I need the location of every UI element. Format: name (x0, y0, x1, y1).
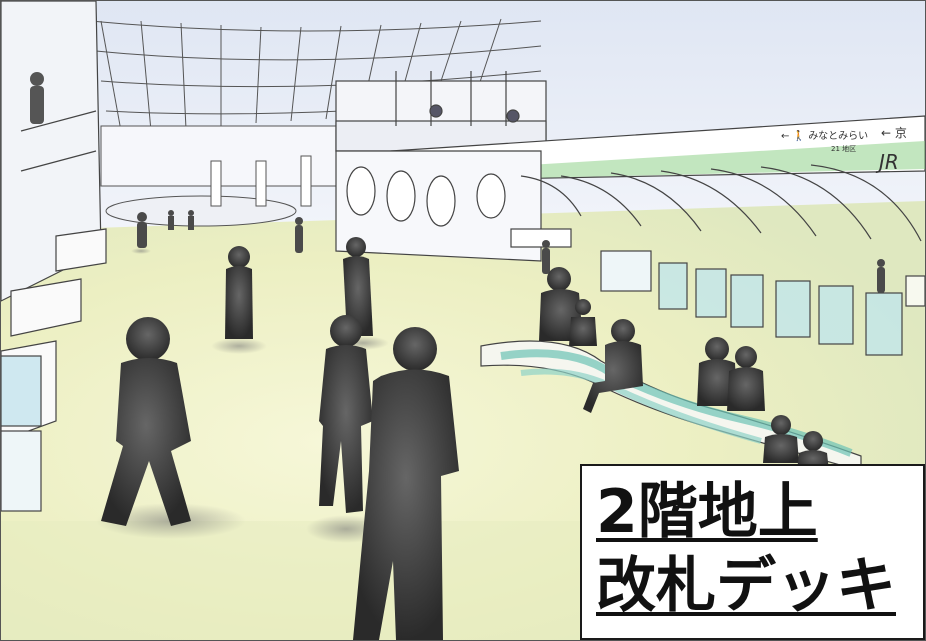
foreground-people (96, 315, 459, 640)
caption-box: 2階地上 改札デッキ (580, 464, 925, 640)
mezzanine (335, 71, 547, 152)
round-window (426, 175, 456, 227)
background-hall (100, 125, 337, 227)
sign-minatomirai-sub: 21 地区 (831, 144, 856, 153)
canopy-ribs (520, 164, 922, 242)
caption-line-1: 2階地上 (596, 477, 818, 547)
info-counter (510, 228, 652, 292)
sign-minatomirai: ← 🚶 みなとみらい (781, 129, 868, 142)
station-wall (335, 150, 542, 262)
jr-logo: JR (875, 150, 899, 174)
round-window (386, 170, 416, 222)
sign-kyo: ← 京 (881, 126, 907, 140)
left-counters (1, 228, 107, 512)
ticket-gates (658, 262, 925, 356)
distant-people (131, 210, 885, 293)
round-window (476, 173, 506, 219)
balcony-person (30, 72, 44, 124)
skylight-roof (90, 18, 542, 132)
caption-line-2: 改札デッキ (596, 551, 896, 621)
round-window (346, 166, 376, 216)
